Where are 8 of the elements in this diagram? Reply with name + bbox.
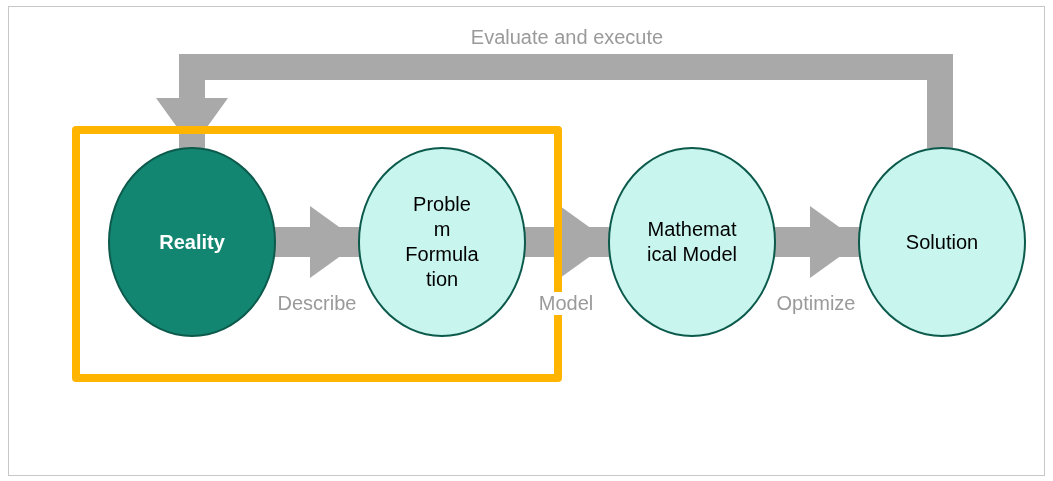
node-label: Problem Formulation (405, 192, 479, 292)
node-label: Reality (158, 229, 226, 255)
node-label: Mathematical Model (646, 217, 738, 267)
block-arrow (274, 206, 360, 278)
node-label: Solution (904, 229, 980, 255)
edge-label: Optimize (774, 292, 858, 315)
block-arrow (774, 206, 860, 278)
block-arrow (524, 206, 610, 278)
